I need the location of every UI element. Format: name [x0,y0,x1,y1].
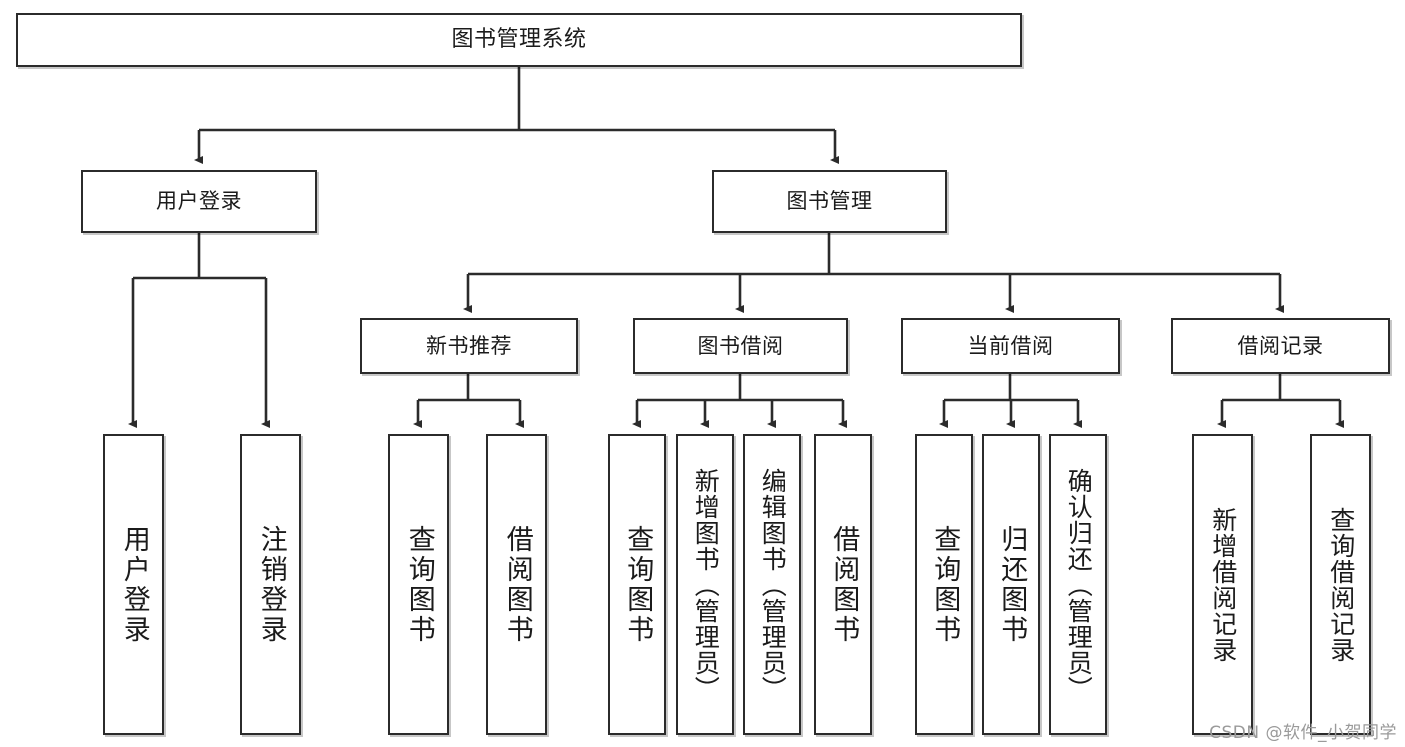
leaf-logout[interactable]: 注销登录 [240,434,301,735]
leaf-add-book-label: 新增图书（管理员） [691,467,721,702]
node-book-manage[interactable]: 图书管理 [712,170,947,233]
node-new-book-rec[interactable]: 新书推荐 [360,318,578,374]
node-user-login[interactable]: 用户登录 [81,170,317,233]
node-borrow-record-label: 借阅记录 [1237,333,1324,358]
node-book-borrow-label: 图书借阅 [697,333,784,358]
leaf-logout-label: 注销登录 [255,524,287,645]
node-current-borrow-label: 当前借阅 [967,333,1054,358]
leaf-query-book-3[interactable]: 查询图书 [915,434,973,735]
node-root[interactable]: 图书管理系统 [16,13,1022,67]
leaf-query-book-3-label: 查询图书 [929,524,961,645]
leaf-user-login-label: 用户登录 [118,524,150,645]
leaf-confirm-return[interactable]: 确认归还（管理员） [1049,434,1107,735]
leaf-query-book-2-label: 查询图书 [622,524,654,645]
leaf-query-book-1[interactable]: 查询图书 [388,434,449,735]
leaf-borrow-book-1-label: 借阅图书 [501,524,533,645]
node-borrow-record[interactable]: 借阅记录 [1171,318,1390,374]
leaf-add-book[interactable]: 新增图书（管理员） [676,434,734,735]
node-user-login-label: 用户登录 [156,189,242,214]
node-root-label: 图书管理系统 [451,27,587,53]
leaf-borrow-book-2[interactable]: 借阅图书 [814,434,872,735]
leaf-user-login[interactable]: 用户登录 [103,434,164,735]
node-new-book-rec-label: 新书推荐 [426,333,512,358]
leaf-query-book-2[interactable]: 查询图书 [608,434,666,735]
leaf-borrow-book-2-label: 借阅图书 [828,524,860,645]
leaf-edit-book-label: 编辑图书（管理员） [758,467,788,702]
leaf-add-record-label: 新增借阅记录 [1208,506,1238,663]
node-book-borrow[interactable]: 图书借阅 [633,318,848,374]
leaf-return-book[interactable]: 归还图书 [982,434,1040,735]
leaf-query-record-label: 查询借阅记录 [1326,506,1356,663]
leaf-query-book-1-label: 查询图书 [403,524,435,645]
leaf-confirm-return-label: 确认归还（管理员） [1064,467,1094,702]
leaf-add-record[interactable]: 新增借阅记录 [1192,434,1253,735]
leaf-query-record[interactable]: 查询借阅记录 [1310,434,1371,735]
watermark: CSDN @软件_小贺同学 [1209,723,1397,743]
leaf-borrow-book-1[interactable]: 借阅图书 [486,434,547,735]
node-book-manage-label: 图书管理 [786,189,873,214]
leaf-edit-book[interactable]: 编辑图书（管理员） [743,434,801,735]
node-current-borrow[interactable]: 当前借阅 [901,318,1120,374]
leaf-return-book-label: 归还图书 [996,524,1028,645]
